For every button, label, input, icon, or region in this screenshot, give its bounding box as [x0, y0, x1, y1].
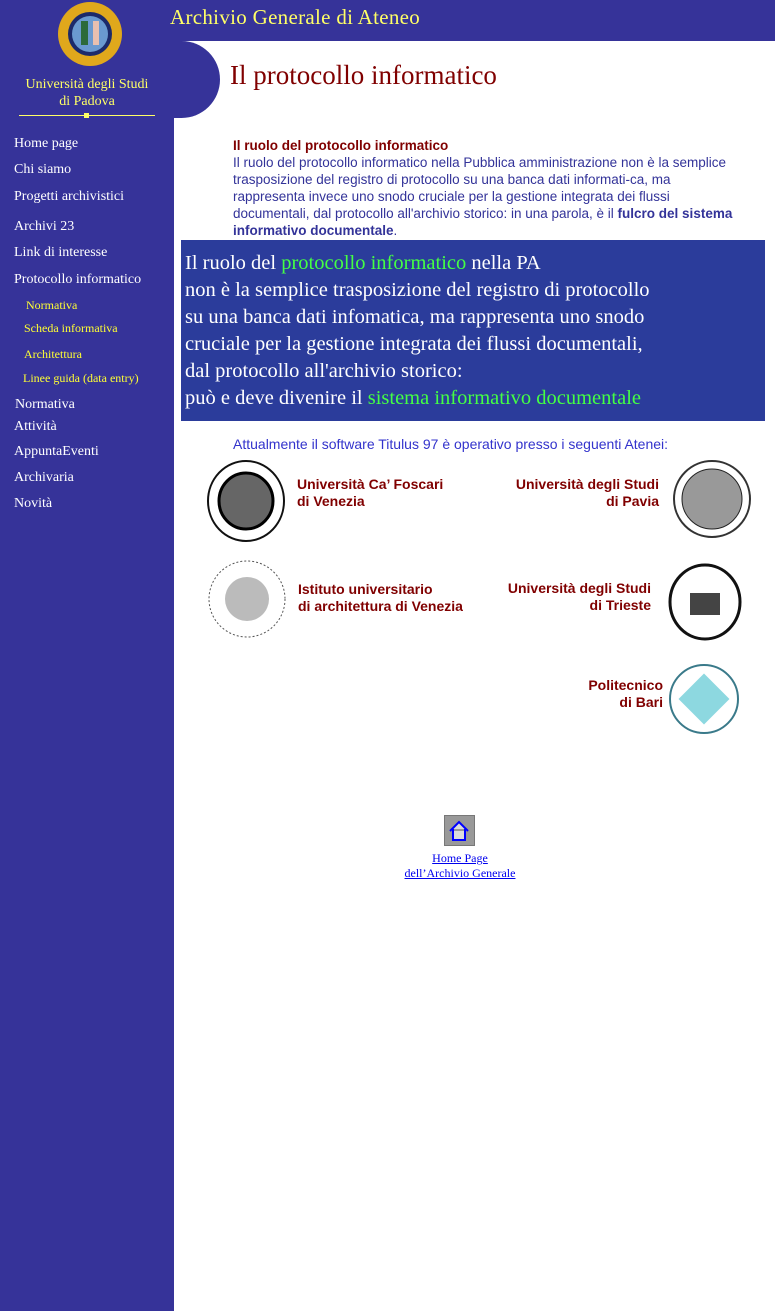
subnav-scheda-informativa[interactable]: Scheda informativa	[24, 321, 118, 335]
header-decoration	[174, 41, 220, 118]
nav-link-di-interesse[interactable]: Link di interesse	[14, 245, 108, 260]
box-text: Il ruolo del	[185, 252, 282, 274]
nav-progetti-archivistici[interactable]: Progetti archivistici	[14, 189, 125, 204]
intro-body: Il ruolo del protocollo informatico nell…	[233, 155, 727, 221]
subnav-architettura[interactable]: Architettura	[24, 347, 82, 361]
ateneo-name: Politecnico	[588, 677, 663, 693]
nav-home-page[interactable]: Home page	[14, 136, 79, 151]
sidebar	[0, 0, 174, 1311]
university-name-line1: Università degli Studi	[25, 77, 149, 92]
nav-normativa[interactable]: Normativa	[15, 397, 75, 412]
home-icon[interactable]	[444, 815, 475, 846]
ateneo-city: di Trieste	[589, 597, 651, 613]
ateneo-name: Università Ca’ Foscari	[297, 476, 444, 492]
box-text: su una banca dati infomatica, ma rappres…	[185, 306, 645, 328]
ateneo-name: Università degli Studi	[507, 580, 651, 596]
highlight-box-text: Il ruolo del protocollo informatico nell…	[185, 250, 650, 412]
ca-foscari-seal-icon	[207, 460, 285, 542]
box-text: cruciale per la gestione integrata dei f…	[185, 333, 643, 355]
box-text: non è la semplice trasposizione del regi…	[185, 279, 650, 301]
subnav-linee-guida[interactable]: Linee guida (data entry)	[23, 371, 139, 385]
intro-end: .	[393, 223, 398, 238]
ateneo-name: Università degli Studi	[515, 476, 659, 492]
university-name-line2: di Padova	[59, 94, 115, 109]
iuav-seal-icon	[208, 560, 286, 638]
highlight-box	[181, 240, 765, 421]
home-page-link[interactable]: Home Page	[432, 851, 488, 865]
bari-seal-icon	[669, 664, 739, 734]
nav-chi-siamo[interactable]: Chi siamo	[14, 162, 72, 177]
header-bar	[0, 0, 775, 41]
nav-archivaria[interactable]: Archivaria	[14, 470, 74, 485]
nav-appuntaeventi[interactable]: AppuntaEventi	[14, 444, 99, 459]
ateneo-city: di architettura di Venezia	[298, 598, 463, 614]
atenei-intro: Attualmente il software Titulus 97 è ope…	[233, 436, 669, 452]
box-text: nella PA	[466, 252, 541, 274]
box-text: dal protocollo all'archivio storico:	[185, 360, 463, 382]
divider-dot	[84, 113, 89, 118]
page-title: Il protocollo informatico	[230, 60, 497, 90]
pavia-seal-icon	[673, 460, 751, 538]
nav-attivita[interactable]: Attività	[14, 419, 57, 434]
box-highlight: protocollo informatico	[281, 252, 467, 274]
box-highlight: sistema informativo documentale	[367, 387, 641, 409]
intro-bold: fulcro del sistema informativo documenta…	[233, 206, 733, 238]
archivio-generale-link[interactable]: dell’Archivio Generale	[404, 866, 516, 880]
trieste-seal-icon	[668, 563, 742, 641]
university-seal-logo	[58, 2, 122, 66]
intro-paragraph: Il ruolo del protocollo informatico Il r…	[233, 137, 733, 239]
intro-heading: Il ruolo del protocollo informatico	[233, 138, 449, 153]
ateneo-city: di Bari	[619, 694, 663, 710]
ateneo-city: di Pavia	[606, 493, 659, 509]
ateneo-city: di Venezia	[297, 493, 365, 509]
subnav-normativa[interactable]: Normativa	[26, 298, 78, 312]
nav-archivi-23[interactable]: Archivi 23	[14, 219, 75, 234]
nav-protocollo-informatico[interactable]: Protocollo informatico	[14, 272, 142, 287]
ateneo-name: Istituto universitario	[298, 581, 433, 597]
box-text: può e deve divenire il	[185, 387, 368, 409]
site-title: Archivio Generale di Ateneo	[170, 5, 421, 29]
nav-novita[interactable]: Novità	[14, 496, 53, 511]
university-name: Università degli Studi di Padova	[0, 76, 174, 110]
